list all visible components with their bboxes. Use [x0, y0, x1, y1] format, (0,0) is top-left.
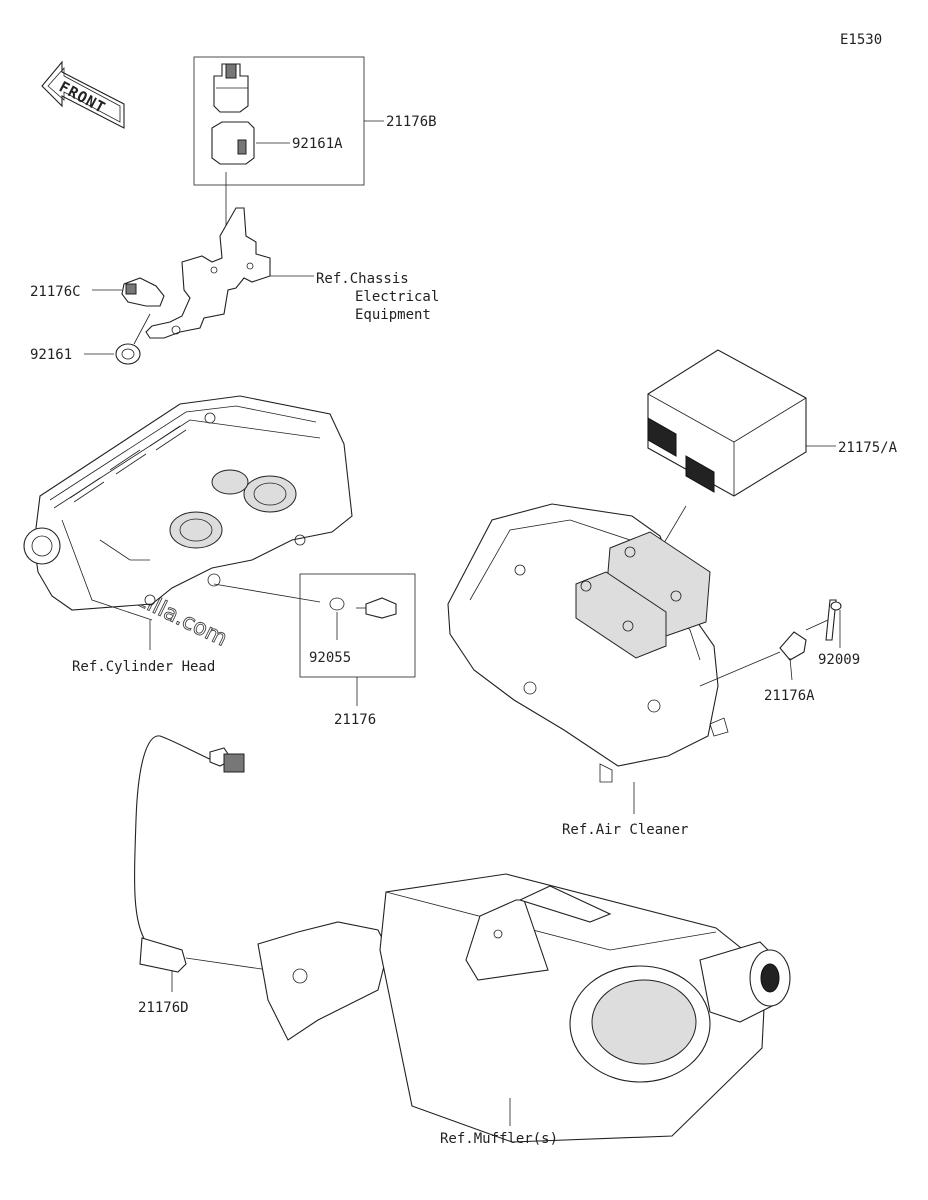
label-21176A: 21176A	[764, 688, 815, 704]
oxygen-sensor-21176D	[134, 735, 297, 992]
label-ref-chassis-1: Ref.Chassis	[316, 271, 409, 287]
label-ref-cylinder-head: Ref.Cylinder Head	[72, 659, 215, 675]
label-21176C: 21176C	[30, 284, 81, 300]
cylinder-head	[23, 395, 353, 650]
ecu-21175A	[647, 349, 836, 571]
front-arrow-icon: FRONT	[41, 60, 125, 129]
label-21176B: 21176B	[386, 114, 437, 130]
label-92009: 92009	[818, 652, 860, 668]
label-ref-chassis-3: Equipment	[355, 307, 431, 323]
muffler	[257, 873, 791, 1143]
label-ref-air-cleaner: Ref.Air Cleaner	[562, 822, 688, 838]
air-cleaner	[447, 503, 781, 814]
label-92055: 92055	[309, 650, 351, 666]
sensor-21176A	[779, 599, 842, 681]
sensor-kit-21176	[299, 573, 416, 706]
relay-assembly	[193, 56, 384, 240]
diagram-code: E1530	[840, 32, 882, 48]
label-ref-chassis-2: Electrical	[355, 289, 439, 305]
sensor-21176C	[92, 277, 165, 345]
label-21175A: 21175/A	[838, 440, 898, 456]
relay-bracket	[145, 207, 314, 339]
label-21176: 21176	[334, 712, 376, 728]
label-21176D: 21176D	[138, 1000, 189, 1016]
grommet-92161	[84, 343, 141, 365]
label-92161: 92161	[30, 347, 72, 363]
label-ref-muffler: Ref.Muffler(s)	[440, 1131, 558, 1147]
label-92161A: 92161A	[292, 136, 343, 152]
